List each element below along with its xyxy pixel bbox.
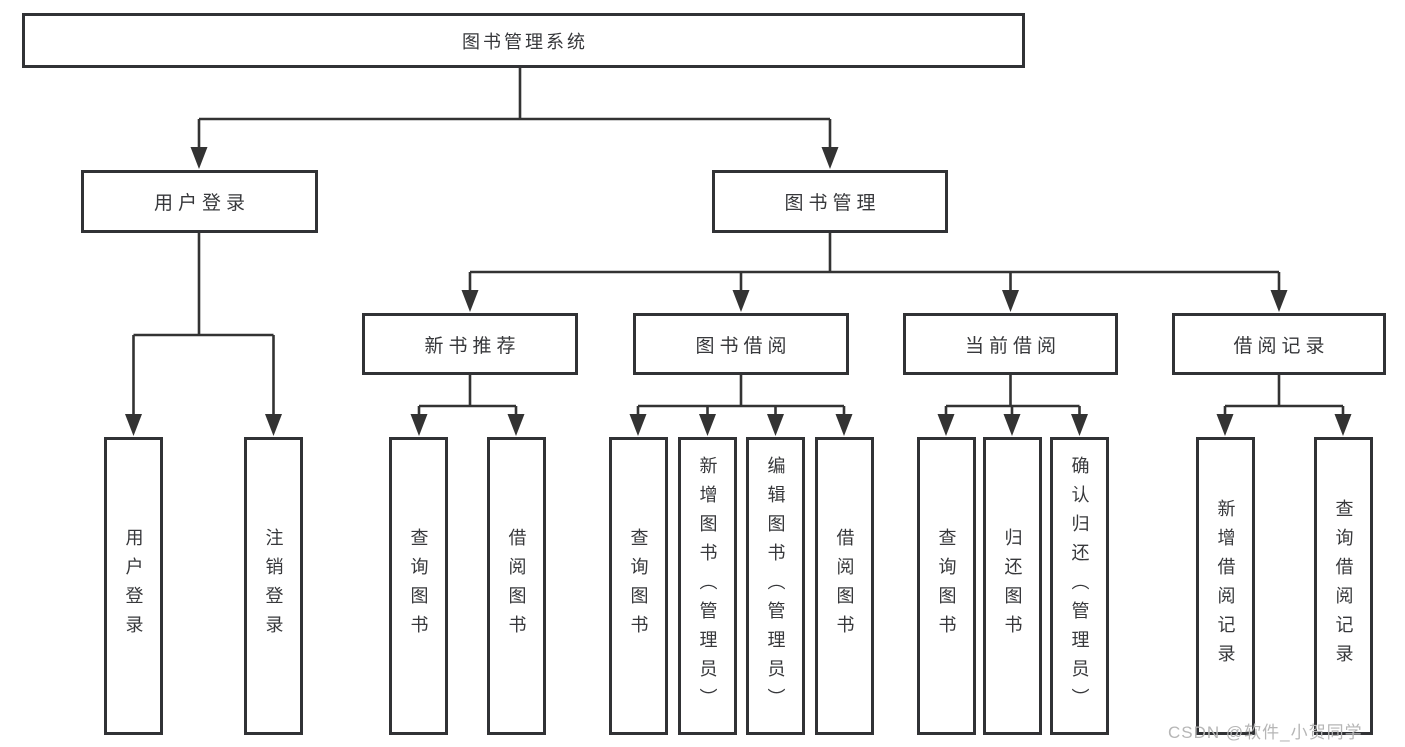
leaf-confirm-return-admin-label: 确认归还（管理员） — [1069, 455, 1090, 717]
node-root: 图书管理系统 — [22, 13, 1025, 68]
leaf-query-books-borrow: 查询图书 — [609, 437, 668, 735]
leaf-return-book: 归还图书 — [983, 437, 1042, 735]
node-book-borrow-label: 图书借阅 — [695, 335, 792, 357]
leaf-borrow-books-recommend: 借阅图书 — [487, 437, 546, 735]
leaf-logout: 注销登录 — [244, 437, 303, 735]
leaf-query-borrow-record: 查询借阅记录 — [1314, 437, 1373, 735]
node-root-label: 图书管理系统 — [462, 31, 588, 52]
leaf-query-books-recommend-label: 查询图书 — [408, 528, 429, 644]
node-current-borrow: 当前借阅 — [903, 313, 1118, 375]
leaf-return-book-label: 归还图书 — [1002, 528, 1023, 644]
leaf-borrow-books-recommend-label: 借阅图书 — [506, 528, 527, 644]
watermark: CSDN @软件_小贺同学 — [1168, 723, 1363, 742]
leaf-logout-label: 注销登录 — [263, 528, 284, 644]
leaf-user-login-label: 用户登录 — [123, 528, 144, 644]
leaf-add-book-admin: 新增图书（管理员） — [678, 437, 737, 735]
leaf-add-borrow-record-label: 新增借阅记录 — [1215, 499, 1236, 673]
node-current-borrow-label: 当前借阅 — [964, 335, 1061, 357]
leaf-add-book-admin-label: 新增图书（管理员） — [697, 455, 718, 717]
leaf-query-books-current-label: 查询图书 — [936, 528, 957, 644]
leaf-borrow-books: 借阅图书 — [815, 437, 874, 735]
leaf-user-login: 用户登录 — [104, 437, 163, 735]
leaf-query-books-recommend: 查询图书 — [389, 437, 448, 735]
leaf-query-books-borrow-label: 查询图书 — [628, 528, 649, 644]
node-book-borrow: 图书借阅 — [633, 313, 849, 375]
node-user-login: 用户登录 — [81, 170, 318, 233]
leaf-edit-book-admin-label: 编辑图书（管理员） — [765, 455, 786, 717]
leaf-confirm-return-admin: 确认归还（管理员） — [1050, 437, 1109, 735]
arrowhead-icons — [125, 147, 1352, 436]
leaf-query-borrow-record-label: 查询借阅记录 — [1333, 499, 1354, 673]
node-user-login-label: 用户登录 — [153, 193, 250, 214]
node-new-book-recommend: 新书推荐 — [362, 313, 578, 375]
leaf-add-borrow-record: 新增借阅记录 — [1196, 437, 1255, 735]
leaf-borrow-books-label: 借阅图书 — [834, 528, 855, 644]
node-borrow-records-label: 借阅记录 — [1233, 335, 1330, 357]
leaf-query-books-current: 查询图书 — [917, 437, 976, 735]
leaf-edit-book-admin: 编辑图书（管理员） — [746, 437, 805, 735]
node-new-book-recommend-label: 新书推荐 — [424, 335, 521, 357]
node-borrow-records: 借阅记录 — [1172, 313, 1386, 375]
connector-lines — [132, 68, 1345, 418]
node-book-management: 图书管理 — [712, 170, 948, 233]
node-book-management-label: 图书管理 — [784, 193, 881, 214]
